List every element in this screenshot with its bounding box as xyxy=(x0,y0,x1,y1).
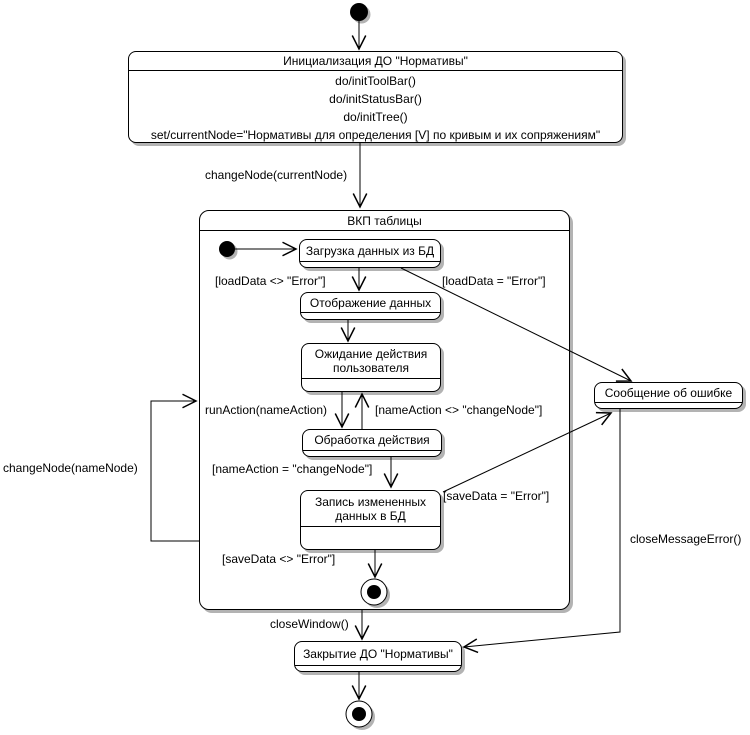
state-process-action: Обработка действия xyxy=(302,429,442,457)
state-compartment xyxy=(302,378,440,391)
state-compartment xyxy=(295,665,461,671)
state-actions: do/initToolBar() do/initStatusBar() do/i… xyxy=(129,70,622,144)
state-compartment xyxy=(595,402,742,408)
label-name-action-change-node: [nameAction = "changeNode"] xyxy=(212,462,373,476)
state-init-do-normativy: Инициализация ДО "Нормативы" do/initTool… xyxy=(128,51,623,143)
state-title: Отображение данных xyxy=(309,295,432,310)
label-close-window: closeWindow() xyxy=(270,617,349,631)
state-title: Сообщение об ошибке xyxy=(604,385,733,400)
state-display-data: Отображение данных xyxy=(300,292,441,320)
state-compartment xyxy=(301,526,440,549)
action-init-tree: do/initTree() xyxy=(343,110,408,124)
initial-state-top-icon xyxy=(350,3,371,24)
label-close-message-error: closeMessageError() xyxy=(630,532,742,546)
composite-state-title: ВКП таблицы xyxy=(200,211,569,231)
label-save-ok: [saveData <> "Error"] xyxy=(222,552,336,566)
final-state-bottom-icon xyxy=(345,700,375,730)
label-change-node-name: changeNode(nameNode) xyxy=(3,461,138,475)
state-save-data: Запись измененных данных в БД xyxy=(300,490,441,550)
edge-composite-self-loop xyxy=(150,393,199,542)
state-wait-user-action: Ожидание действия пользователя xyxy=(301,343,441,392)
state-load-data: Загрузка данных из БД xyxy=(299,239,441,268)
state-compartment xyxy=(300,261,440,267)
state-title: Ожидание действия пользователя xyxy=(314,347,428,375)
label-name-action-not-change-node: [nameAction <> "changeNode"] xyxy=(375,403,543,417)
label-load-error: [loadData = "Error"] xyxy=(442,274,546,288)
state-title: Обработка действия xyxy=(314,433,430,447)
state-title: Запись измененных данных в БД xyxy=(314,494,427,523)
state-compartment xyxy=(303,450,441,456)
state-title: Закрытие ДО "Нормативы" xyxy=(303,646,453,661)
state-title: Инициализация ДО "Нормативы" xyxy=(283,54,468,68)
state-title: Загрузка данных из БД xyxy=(305,243,435,258)
action-init-statusbar: do/initStatusBar() xyxy=(329,92,422,106)
label-run-action: runAction(nameAction) xyxy=(205,403,328,417)
action-init-toolbar: do/initToolBar() xyxy=(335,74,416,88)
label-load-ok: [loadData <> "Error"] xyxy=(215,274,326,288)
state-close-do-normativy: Закрытие ДО "Нормативы" xyxy=(294,641,462,672)
label-change-node-current: changeNode(currentNode) xyxy=(205,168,348,182)
label-save-error: [saveData = "Error"] xyxy=(443,489,550,503)
action-set-current-node: set/currentNode="Нормативы для определен… xyxy=(150,128,601,142)
state-error-message: Сообщение об ошибке xyxy=(594,382,743,409)
state-compartment xyxy=(301,312,440,319)
